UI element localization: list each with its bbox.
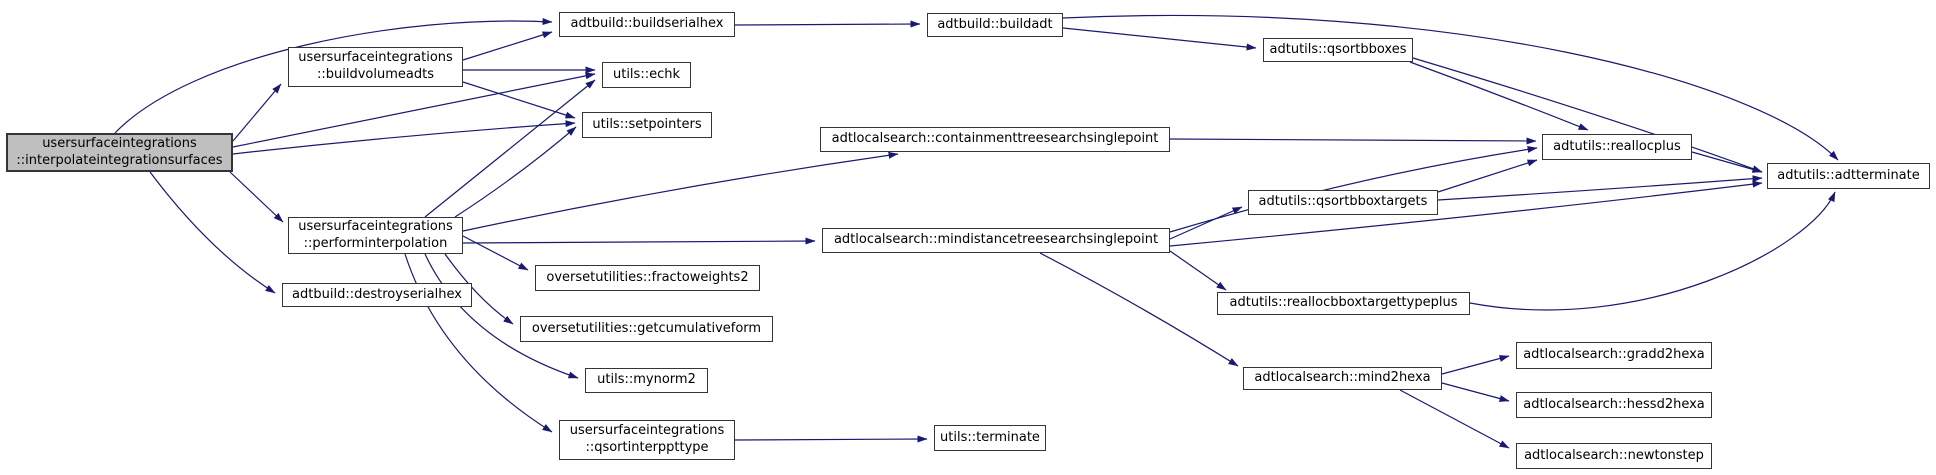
edge-performinterpolation-to-echk bbox=[424, 79, 596, 218]
edge-buildadt-to-qsortbboxes bbox=[1062, 27, 1257, 51]
edge-buildserialhex-to-buildadt bbox=[734, 20, 921, 28]
node-hessd2hexa[interactable]: adtlocalsearch::hessd2hexa bbox=[1516, 392, 1712, 418]
edge-mindistancetreesearchsinglepoint-to-mind2hexa bbox=[1039, 252, 1239, 367]
node-echk[interactable]: utils::echk bbox=[602, 62, 691, 88]
edge-buildadt-to-adtterminate bbox=[1062, 14, 1839, 161]
edge-performinterpolation-to-fractoweights2 bbox=[462, 235, 529, 271]
edge-interpolateintegrationsurfaces-to-echk bbox=[232, 72, 596, 148]
edge-mind2hexa-to-hessd2hexa bbox=[1441, 382, 1510, 402]
edge-mind2hexa-to-gradd2hexa bbox=[1441, 355, 1510, 375]
node-qsortinterppttype[interactable]: usersurfaceintegrations ::qsortinterpptt… bbox=[559, 420, 735, 460]
edge-performinterpolation-to-containmenttreesearchsinglepoint bbox=[462, 151, 899, 232]
node-fractoweights2[interactable]: oversetutilities::fractoweights2 bbox=[535, 265, 760, 291]
edge-interpolateintegrationsurfaces-to-buildserialhex bbox=[114, 18, 553, 134]
node-qsortbboxes[interactable]: adtutils::qsortbboxes bbox=[1263, 38, 1413, 62]
node-performinterpolation[interactable]: usersurfaceintegrations ::performinterpo… bbox=[288, 217, 463, 254]
node-qsortbboxtargets[interactable]: adtutils::qsortbboxtargets bbox=[1248, 190, 1438, 215]
node-gradd2hexa[interactable]: adtlocalsearch::gradd2hexa bbox=[1516, 342, 1712, 369]
edge-mind2hexa-to-newtonstep bbox=[1399, 389, 1510, 449]
edge-qsortbboxes-to-adtterminate bbox=[1412, 57, 1763, 173]
edge-qsortbboxtargets-to-reallocplus bbox=[1437, 159, 1538, 193]
node-interpolateintegrationsurfaces[interactable]: usersurfaceintegrations ::interpolateint… bbox=[6, 133, 233, 172]
edge-qsortbboxtargets-to-adtterminate bbox=[1437, 175, 1763, 201]
edge-mindistancetreesearchsinglepoint-to-qsortbboxtargets bbox=[1169, 206, 1243, 240]
edge-reallocbboxtargettypeplus-to-adtterminate bbox=[1469, 191, 1836, 311]
node-adtterminate[interactable]: adtutils::adtterminate bbox=[1767, 163, 1930, 189]
node-mynorm2[interactable]: utils::mynorm2 bbox=[585, 368, 708, 393]
node-buildvolumeadts[interactable]: usersurfaceintegrations ::buildvolumeadt… bbox=[288, 47, 463, 87]
node-getcumulativeform[interactable]: oversetutilities::getcumulativeform bbox=[520, 316, 773, 342]
edge-reallocplus-to-adtterminate bbox=[1691, 151, 1763, 173]
edge-interpolateintegrationsurfaces-to-buildvolumeadts bbox=[232, 83, 282, 142]
node-buildserialhex[interactable]: adtbuild::buildserialhex bbox=[559, 12, 735, 37]
edge-performinterpolation-to-mindistancetreesearchsinglepoint bbox=[462, 237, 816, 245]
edge-performinterpolation-to-getcumulativeform bbox=[444, 253, 514, 325]
edge-mindistancetreesearchsinglepoint-to-reallocplus bbox=[1169, 145, 1538, 233]
node-destroyserialhex[interactable]: adtbuild::destroyserialhex bbox=[282, 283, 472, 307]
node-reallocplus[interactable]: adtutils::reallocplus bbox=[1542, 134, 1692, 160]
node-mindistancetreesearchsinglepoint[interactable]: adtlocalsearch::mindistancetreesearchsin… bbox=[822, 228, 1170, 253]
edge-interpolateintegrationsurfaces-to-destroyserialhex bbox=[149, 171, 276, 294]
edge-performinterpolation-to-setpointers bbox=[454, 126, 577, 218]
node-reallocbboxtargettypeplus[interactable]: adtutils::reallocbboxtargettypeplus bbox=[1217, 292, 1470, 315]
edge-interpolateintegrationsurfaces-to-performinterpolation bbox=[229, 171, 284, 223]
node-newtonstep[interactable]: adtlocalsearch::newtonstep bbox=[1516, 443, 1712, 469]
edge-mindistancetreesearchsinglepoint-to-adtterminate bbox=[1169, 180, 1763, 247]
edge-buildvolumeadts-to-buildserialhex bbox=[462, 31, 553, 61]
edge-performinterpolation-to-qsortinterppttype bbox=[404, 253, 553, 433]
edge-qsortbboxes-to-reallocplus bbox=[1409, 61, 1589, 131]
node-buildadt[interactable]: adtbuild::buildadt bbox=[927, 13, 1063, 37]
edge-interpolateintegrationsurfaces-to-setpointers bbox=[232, 120, 576, 155]
edge-buildvolumeadts-to-setpointers bbox=[462, 81, 576, 119]
edge-performinterpolation-to-mynorm2 bbox=[424, 253, 579, 379]
node-terminate[interactable]: utils::terminate bbox=[934, 425, 1046, 451]
node-containmenttreesearchsinglepoint[interactable]: adtlocalsearch::containmenttreesearchsin… bbox=[820, 127, 1170, 152]
edge-mindistancetreesearchsinglepoint-to-reallocbboxtargettypeplus bbox=[1169, 250, 1227, 291]
node-mind2hexa[interactable]: adtlocalsearch::mind2hexa bbox=[1243, 367, 1442, 390]
edge-containmenttreesearchsinglepoint-to-reallocplus bbox=[1169, 137, 1537, 145]
node-setpointers[interactable]: utils::setpointers bbox=[582, 112, 712, 138]
edge-qsortinterppttype-to-terminate bbox=[734, 435, 928, 443]
